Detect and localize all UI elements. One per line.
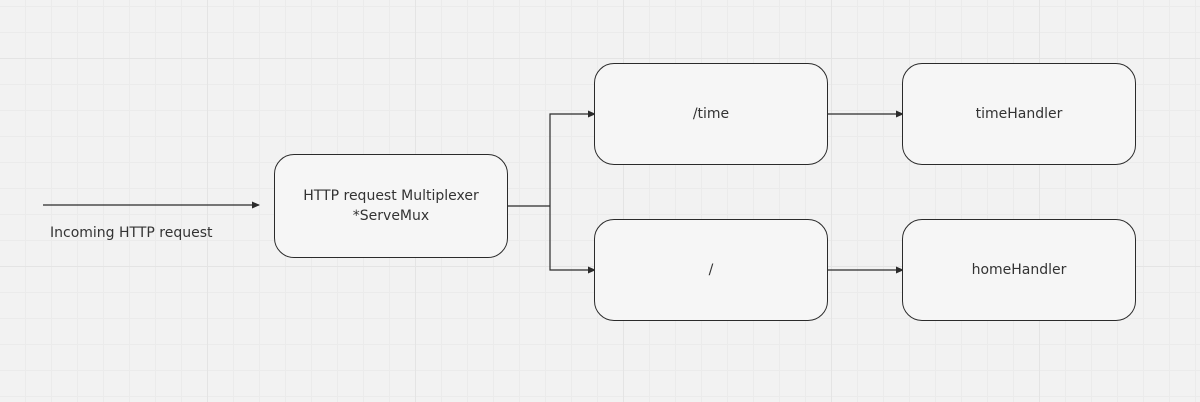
handler-name-home: homeHandler: [971, 262, 1067, 278]
handler-name-time: timeHandler: [975, 106, 1063, 122]
branch-arrow-time: [549, 110, 596, 206]
route-path-root: /: [708, 262, 714, 278]
servemux-node-text: HTTP request Multiplexer *ServeMux: [303, 186, 479, 226]
handler-node-time[interactable]: timeHandler: [902, 63, 1136, 165]
route-path-time: /time: [692, 106, 730, 122]
handler-node-home[interactable]: homeHandler: [902, 219, 1136, 321]
route-node-root[interactable]: /: [594, 219, 828, 321]
incoming-request-label: Incoming HTTP request: [50, 225, 213, 241]
servemux-node[interactable]: HTTP request Multiplexer *ServeMux: [274, 154, 508, 258]
servemux-type: *ServeMux: [352, 208, 430, 224]
route-node-time[interactable]: /time: [594, 63, 828, 165]
servemux-title: HTTP request Multiplexer: [303, 188, 479, 204]
branch-arrow-root: [549, 206, 596, 274]
